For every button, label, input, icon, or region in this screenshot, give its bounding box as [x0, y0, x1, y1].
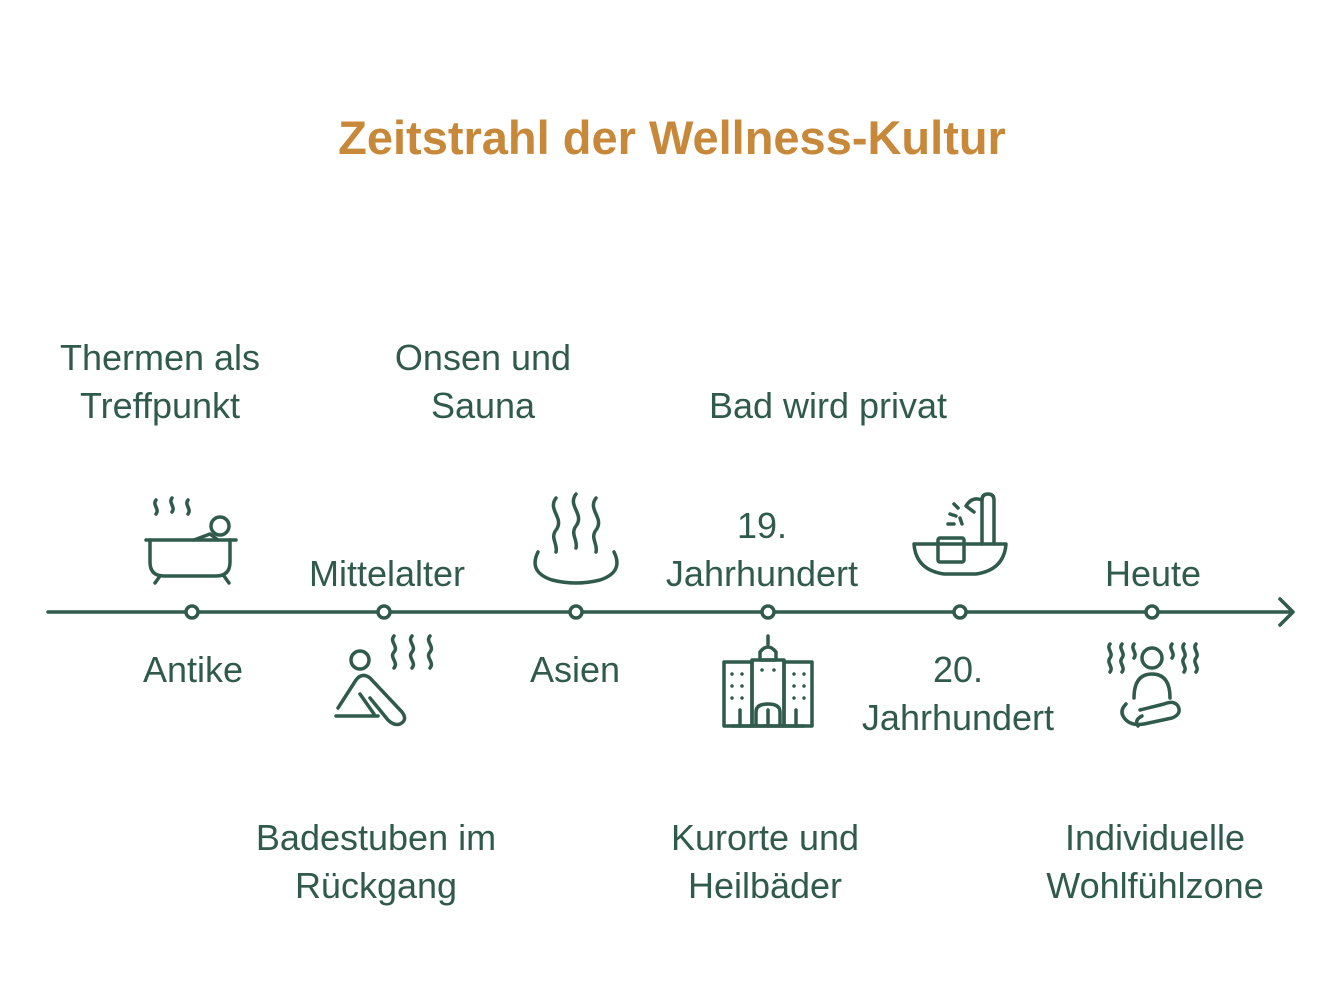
description-mittelalter: Badestuben im Rückgang	[255, 817, 497, 906]
description-19-jahrhundert: Kurorte und Heilbäder	[670, 817, 860, 906]
hot-spring-icon	[526, 490, 626, 590]
page-title: Zeitstrahl der Wellness-Kultur	[338, 111, 1006, 164]
timeline-marker-19-jahrhundert	[760, 604, 776, 620]
shower-icon	[910, 490, 1010, 590]
description-heute: Individuelle Wohlfühlzone	[1046, 817, 1264, 906]
timeline-marker-20-jahrhundert	[952, 604, 968, 620]
spa-resort-building-icon	[718, 634, 818, 734]
description-asien: Onsen und Sauna	[394, 337, 572, 426]
era-mittelalter: Mittelalter	[308, 553, 466, 594]
description-antike: Thermen als Treffpunkt	[59, 337, 261, 426]
timeline-marker-asien	[568, 604, 584, 620]
era-20-jahrhundert: 20. Jahrhundert	[861, 649, 1055, 738]
description-20-jahrhundert: Bad wird privat	[708, 385, 948, 426]
era-asien: Asien	[529, 649, 621, 690]
timeline-marker-heute	[1144, 604, 1160, 620]
timeline-arrowhead	[1278, 597, 1295, 627]
timeline-marker-mittelalter	[376, 604, 392, 620]
timeline-marker-antike	[184, 604, 200, 620]
relaxing-person-icon	[1102, 638, 1202, 734]
era-antike: Antike	[142, 649, 244, 690]
era-heute: Heute	[1104, 553, 1202, 594]
era-19-jahrhundert: 19. Jahrhundert	[665, 505, 859, 594]
bathtub-icon	[136, 492, 246, 592]
bathhouse-person-icon	[330, 632, 440, 736]
